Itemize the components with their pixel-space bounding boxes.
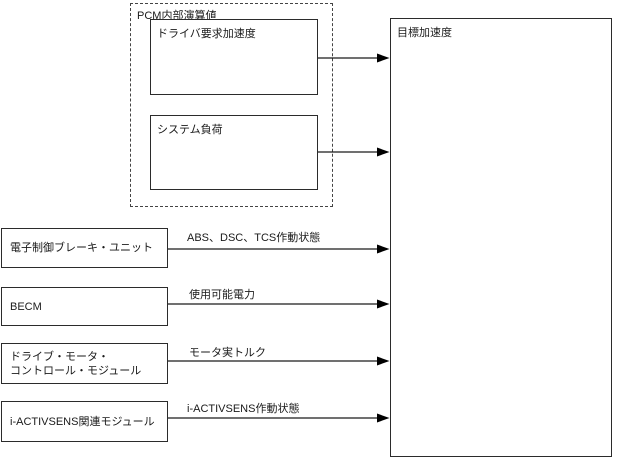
box-drive-motor-control-module: ドライブ・モータ・ コントロール・モジュール <box>1 343 168 384</box>
box-target-acceleration: 目標加速度 <box>390 18 612 457</box>
box-iactivsens-modules-label: i-ACTIVSENS関連モジュール <box>10 415 155 428</box>
box-electric-brake-unit: 電子制御ブレーキ・ユニット <box>1 228 168 268</box>
arrow-abs-dsc-tcs-status <box>168 244 390 254</box>
signal-label-available-power: 使用可能電力 <box>189 289 255 301</box>
box-driver-request-acceleration-label: ドライバ要求加速度 <box>157 28 256 40</box>
box-iactivsens-modules: i-ACTIVSENS関連モジュール <box>1 401 168 442</box>
box-system-load: システム負荷 <box>150 115 318 190</box>
box-becm: BECM <box>1 287 168 326</box>
signal-label-iactivsens-status: i-ACTIVSENS作動状態 <box>187 403 300 415</box>
box-drive-motor-control-module-label: ドライブ・モータ・ コントロール・モジュール <box>10 350 142 377</box>
signal-label-abs-dsc-tcs: ABS、DSC、TCS作動状態 <box>187 232 321 244</box>
box-electric-brake-unit-label: 電子制御ブレーキ・ユニット <box>10 242 153 254</box>
box-becm-label: BECM <box>10 300 42 313</box>
box-driver-request-acceleration: ドライバ要求加速度 <box>150 19 318 95</box>
box-system-load-label: システム負荷 <box>157 124 223 136</box>
box-target-acceleration-label: 目標加速度 <box>397 27 452 39</box>
signal-label-motor-actual-torque: モータ実トルク <box>189 347 266 359</box>
